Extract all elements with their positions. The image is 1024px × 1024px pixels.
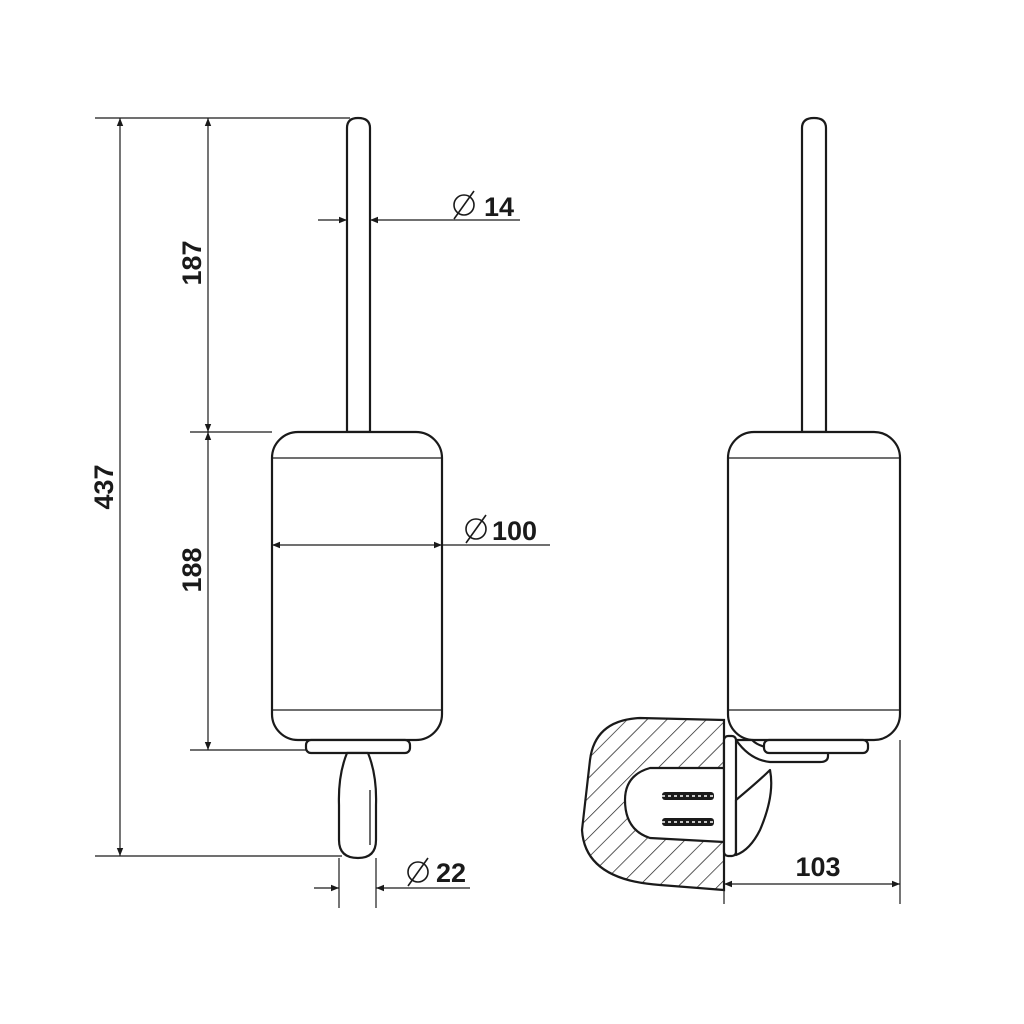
- wall-plate: [722, 734, 738, 858]
- dim-handle-length: 187: [177, 118, 212, 432]
- front-base-ring: [304, 738, 412, 755]
- front-foot: [337, 751, 378, 860]
- side-body: [726, 430, 902, 742]
- dim-handle-length-label: 187: [177, 240, 207, 285]
- side-base-ring: [762, 738, 870, 755]
- screw-upper: [662, 792, 714, 800]
- dim-body-diameter-label: 100: [492, 516, 537, 546]
- diameter-symbol-icon: [453, 190, 475, 220]
- dim-wall-projection: 103: [724, 852, 900, 888]
- dim-handle-diameter: 14: [318, 190, 520, 224]
- dim-wall-projection-label: 103: [795, 852, 840, 882]
- dim-overall-height-label: 437: [89, 464, 119, 509]
- front-view: [270, 116, 444, 860]
- side-view: [580, 116, 902, 892]
- diameter-symbol-icon: [465, 514, 487, 544]
- dim-foot-diameter-label: 22: [436, 858, 466, 888]
- wall-cavity: [623, 766, 726, 844]
- side-handle: [800, 116, 828, 434]
- dim-body-diameter: 100: [272, 514, 550, 549]
- front-handle: [345, 116, 372, 434]
- dim-overall-height: 437: [89, 118, 124, 856]
- front-body: [270, 430, 444, 742]
- dim-body-height-label: 188: [177, 547, 207, 592]
- diameter-symbol-icon: [407, 857, 429, 887]
- extension-lines: [95, 117, 901, 908]
- screw-lower: [662, 818, 714, 826]
- dim-body-height: 188: [177, 432, 212, 750]
- dim-handle-diameter-label: 14: [484, 192, 514, 222]
- dim-foot-diameter: 22: [314, 857, 470, 892]
